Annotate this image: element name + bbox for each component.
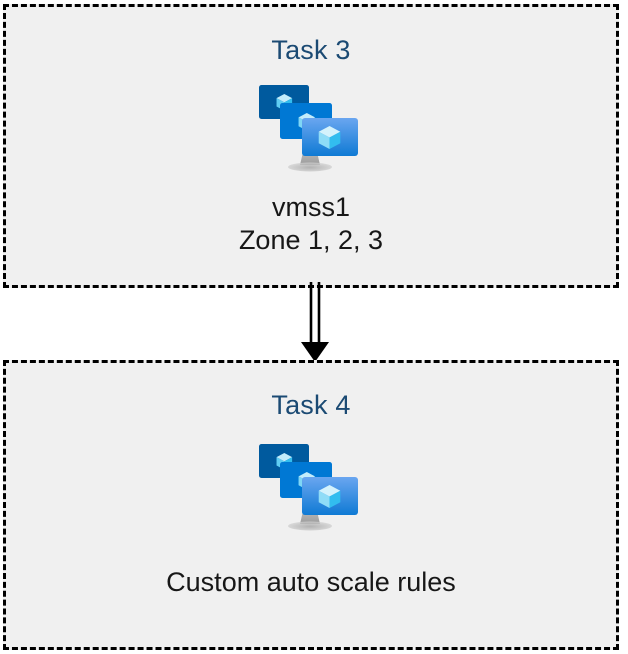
task-node-task-3[interactable]: Task 3: [3, 4, 619, 288]
task-3-heading: Task 3: [271, 35, 351, 65]
task-4-heading: Task 4: [271, 390, 351, 420]
task-3-caption: vmss1 Zone 1, 2, 3: [238, 192, 384, 255]
vm-scale-set-icon: [256, 440, 366, 538]
task-4-caption: Custom auto scale rules: [166, 567, 456, 597]
task-node-task-4[interactable]: Task 4: [3, 360, 619, 650]
arrowhead-icon: [301, 342, 329, 362]
vm-scale-set-icon: [256, 81, 366, 179]
connector-task3-to-task4: [295, 282, 341, 364]
